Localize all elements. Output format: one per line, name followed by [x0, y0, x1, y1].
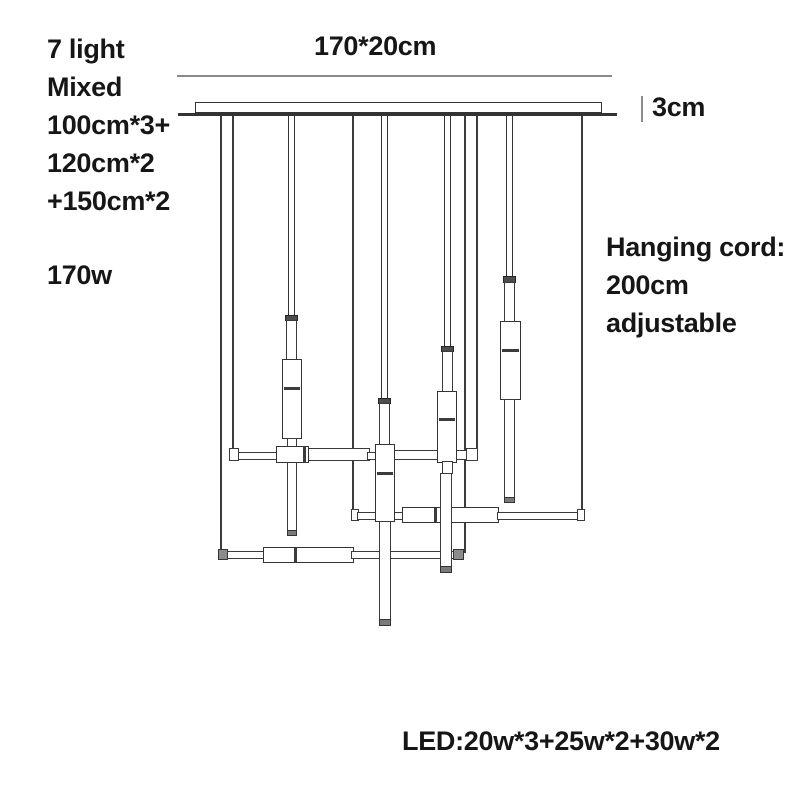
hanging-cord: [464, 116, 466, 553]
lamp-stem: [444, 116, 451, 348]
spec-line: 7 light: [47, 34, 125, 64]
bar2-end-cap-right: [577, 509, 585, 521]
lampB-bottom-cap: [379, 619, 391, 626]
thickness-tick-line: [641, 96, 643, 122]
hanging-cord-note: Hanging cord: 200cm adjustable: [606, 228, 785, 342]
bar3-tube: [263, 547, 354, 563]
lampD-bottom-cap: [504, 497, 515, 503]
hanging-cord: [476, 116, 478, 450]
lamp-stem: [381, 116, 388, 399]
spec-line: 120cm*2: [47, 148, 155, 178]
bar1-rod-left: [238, 452, 280, 460]
ceiling-canopy: [195, 102, 602, 113]
lampA-body-divider: [284, 387, 300, 390]
bar3-rod-left: [227, 551, 265, 559]
lampA-bottom-cap: [287, 530, 297, 536]
hanging-cord-line: adjustable: [606, 308, 737, 338]
bar2-rod-right: [497, 512, 581, 520]
lampD-body: [500, 321, 521, 400]
hanging-cord-line: Hanging cord:: [606, 232, 786, 262]
spec-line: 100cm*3+: [47, 110, 170, 140]
bar1-tube: [306, 448, 370, 461]
lampB-neck: [379, 403, 390, 446]
hanging-cord-line: 200cm: [606, 270, 689, 300]
width-dimension-line: [177, 75, 612, 77]
hanging-cord: [581, 116, 583, 511]
lamp-stem: [288, 116, 295, 316]
bar1-rod-right: [392, 450, 470, 460]
bar1-junction-divider: [303, 446, 306, 463]
lampA-neck: [286, 320, 297, 361]
wattage-label: 170w: [47, 260, 112, 290]
hanging-cord: [220, 116, 222, 553]
size-label: 170*20cm: [314, 31, 437, 61]
lampC-body: [437, 391, 457, 463]
bar3-tube-divider: [294, 548, 297, 562]
bar1-end-cap-right: [466, 448, 478, 461]
lampA-body: [282, 359, 302, 439]
lampB-body: [375, 444, 395, 522]
led-power-label: LED:20w*3+25w*2+30w*2: [402, 726, 720, 756]
canopy-thickness-label: 3cm: [652, 92, 706, 122]
spec-line: Mixed: [47, 72, 123, 102]
lampC-neck: [442, 351, 453, 392]
lampC-body-divider: [439, 418, 455, 421]
bar1-junction-box: [276, 446, 309, 463]
lampB-lower-tube: [379, 521, 391, 622]
lampC-bottom-cap: [440, 566, 452, 573]
lamp-stem: [506, 116, 513, 277]
spec-list: 7 light Mixed 100cm*3+ 120cm*2 +150cm*2: [47, 30, 170, 220]
hanging-cord: [232, 116, 234, 450]
canopy-base-plate: [178, 113, 617, 116]
bar3-end-cap-right: [453, 549, 464, 560]
lampD-body-divider: [502, 349, 519, 352]
spec-line: +150cm*2: [47, 186, 170, 216]
hanging-cord: [352, 116, 354, 511]
bar2-tube-divider: [434, 508, 437, 522]
lampB-body-divider: [377, 472, 393, 475]
lampD-lower-tube: [504, 399, 515, 498]
lampD-neck: [504, 282, 515, 322]
lampC-lower-tube: [440, 473, 452, 568]
